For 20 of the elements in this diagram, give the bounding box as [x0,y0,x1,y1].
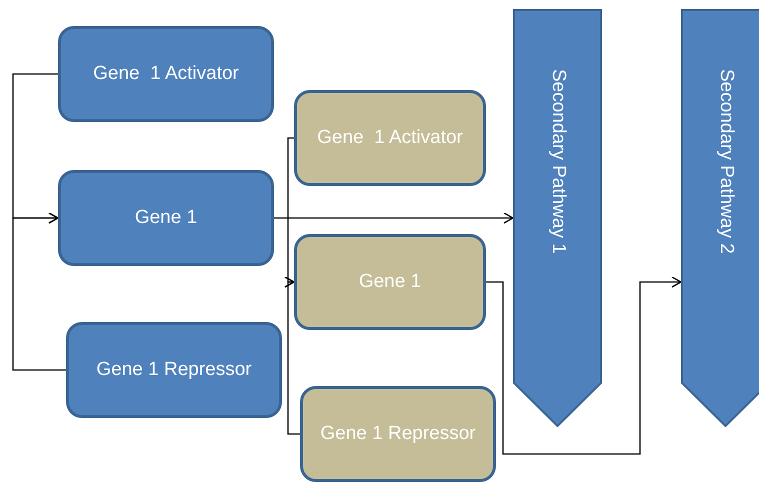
node-label: Gene 1 Repressor [96,358,252,382]
gene-box [294,90,486,186]
gene-box [300,386,496,482]
connector-arrow [274,212,514,224]
node-label: Gene 1 Repressor [320,422,476,446]
gene-box [294,234,486,330]
node-label: Gene 1 Activator [317,126,463,150]
gene-box [58,26,274,122]
gene-box [66,322,282,418]
node-label: Gene 1 Activator [93,62,239,86]
connector-arrow [486,276,682,455]
node-label: Secondary Pathway 1 [546,69,570,254]
connector-arrow [12,212,66,371]
pathway-chevron [681,9,759,427]
pathway-chevron [513,9,602,427]
node-label: Gene 1 [134,206,198,230]
gene-box [58,170,274,266]
connector-arrow [284,276,300,435]
node-label: Secondary Pathway 2 [714,69,738,254]
node-label: Gene 1 [358,270,422,294]
